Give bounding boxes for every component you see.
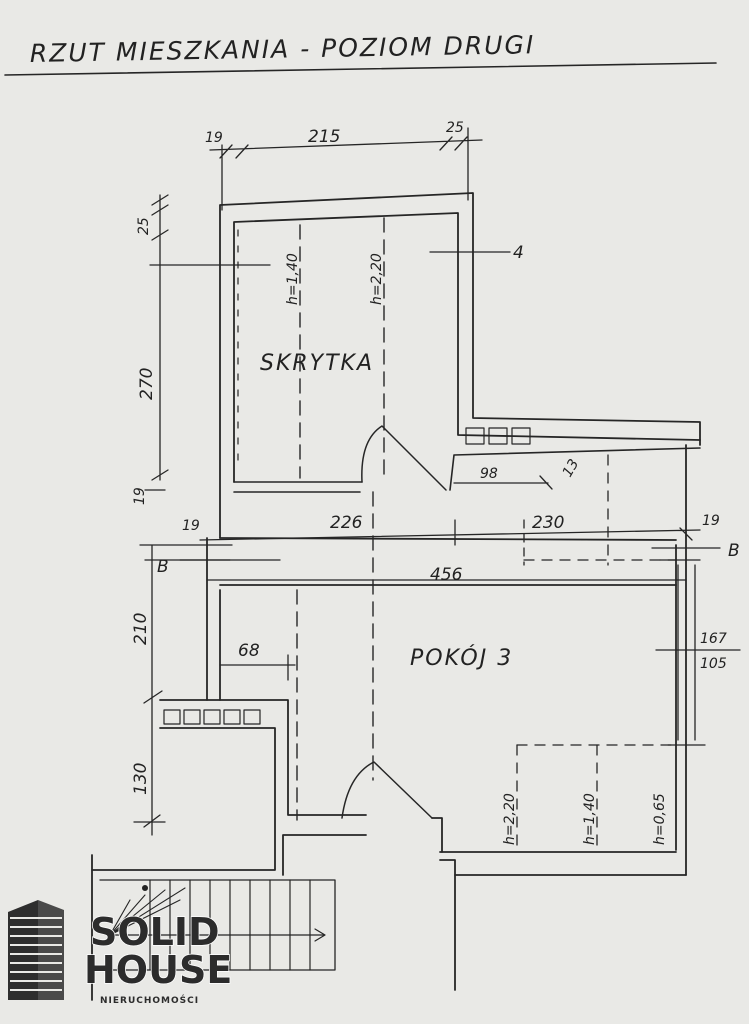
section-line-b: [179, 547, 721, 561]
vent-block: [223, 709, 241, 725]
stair-start-dot: [142, 885, 148, 891]
stair-outline: [99, 879, 336, 971]
storage-door-swing: [361, 425, 447, 491]
vent-block: [183, 709, 201, 725]
logo-line1: SOLID: [90, 910, 220, 954]
building-logo-icon: [8, 900, 64, 1000]
dim-window-68: [219, 654, 296, 681]
staircase: [99, 879, 336, 971]
logo-subtitle: NIERUCHOMOŚCI: [100, 994, 199, 1006]
dim-step-13: 13: [560, 457, 583, 480]
height-label: h=2,20: [502, 793, 518, 845]
lower-left-wall: [91, 699, 367, 871]
dim-window-right: [655, 559, 741, 746]
dim-step-98: 98: [480, 466, 498, 482]
doors: [341, 425, 447, 819]
height-label: h=1,40: [285, 253, 301, 305]
height-label: h=1,40: [582, 793, 598, 845]
section-mark-right: B: [728, 541, 740, 561]
vent-block: [203, 709, 221, 725]
vent-block: [243, 709, 261, 725]
dim-row-19-left: 19: [182, 518, 200, 534]
room3-door-swing: [341, 761, 433, 819]
stair-mark-label: 4: [513, 243, 524, 263]
dim-row-19-right: 19: [702, 513, 720, 529]
dim-left-270: 270: [137, 368, 157, 400]
dim-window-68: 68: [238, 641, 260, 661]
dim-window-167: 167: [700, 631, 727, 647]
dim-width-456: 456: [430, 565, 463, 585]
room3-bottom-wall: [439, 851, 687, 876]
storage-outer-wall: [219, 192, 701, 539]
dim-top-left: 19: [205, 130, 223, 146]
dim-left-210: 210: [131, 613, 151, 645]
storage-inner-wall: [233, 212, 701, 483]
title-underline: [4, 62, 717, 76]
logo-line2: HOUSE: [84, 948, 232, 992]
dim-row-226: [199, 519, 701, 546]
dim-left-small: 25: [136, 217, 152, 235]
window-right-frame: [677, 564, 696, 741]
vent-block: [511, 427, 531, 445]
height-lines: [237, 217, 677, 853]
dim-row-230: 230: [532, 513, 564, 533]
vent-block: [163, 709, 181, 725]
dim-left-130: 130: [131, 763, 151, 795]
dim-step-98: [453, 475, 553, 490]
room-label-storage: SKRYTKA: [260, 351, 374, 376]
dimension-lines: [133, 127, 741, 836]
dim-row-226: 226: [330, 513, 363, 533]
lower-bottom-wall: [91, 817, 456, 1001]
dim-top-right: 25: [446, 120, 464, 136]
dim-window-105: 105: [700, 656, 727, 672]
dim-top-main: 215: [308, 127, 340, 147]
storage-bottom-wall: [233, 447, 701, 493]
height-label: h=0,65: [652, 793, 668, 845]
plan-title: RZUT MIESZKANIA - POZIOM DRUGI: [30, 30, 536, 68]
vent-block: [488, 427, 508, 445]
room-label-room3: POKÓJ 3: [410, 645, 513, 671]
labels: SKRYTKA POKÓJ 3 B B 4 19 215 25 25 270 1…: [131, 120, 740, 845]
room3-right-wall: [675, 444, 687, 876]
stair-arrow: [109, 928, 326, 942]
stair-fan-lines: [109, 887, 186, 936]
dim-top: [209, 127, 483, 211]
vent-block: [465, 427, 485, 445]
section-mark-left: B: [157, 557, 169, 577]
height-label: h=2,20: [369, 253, 385, 305]
company-logo: SOLID HOUSE NIERUCHOMOŚCI: [8, 900, 233, 1006]
dim-left: [144, 194, 271, 491]
dim-left-19: 19: [132, 487, 148, 505]
walls: [91, 192, 701, 1001]
